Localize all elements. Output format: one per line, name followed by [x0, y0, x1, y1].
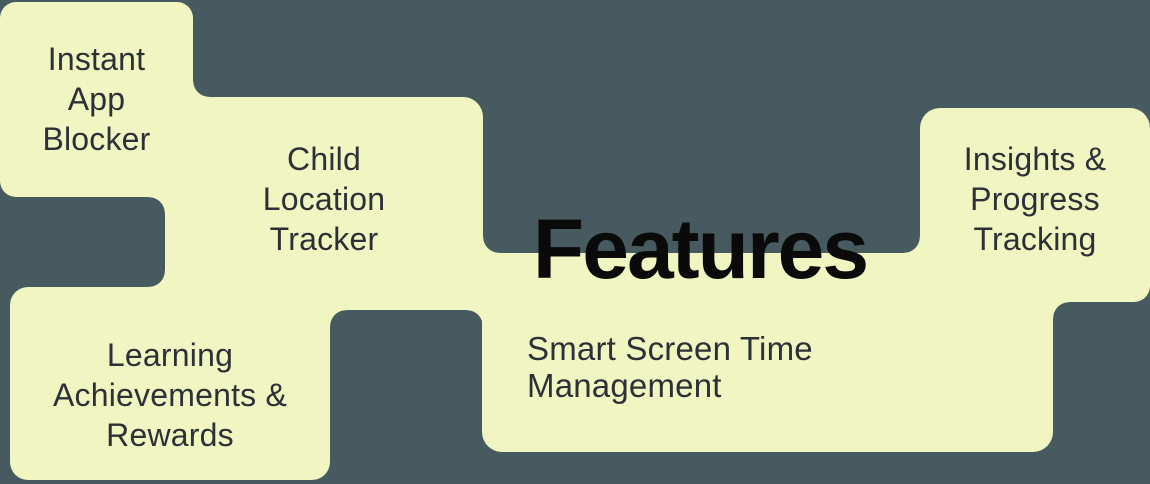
blob-fillet: [149, 271, 165, 287]
feature-card-child-location-tracker: [165, 97, 483, 310]
feature-label-instant-app-blocker: Instant App Blocker: [42, 41, 151, 157]
blob-fillet: [467, 310, 483, 326]
blob-fillet: [193, 81, 209, 97]
feature-label-smart-screen-time-management: Smart Screen Time Management: [527, 330, 813, 404]
blob-fillet: [483, 237, 499, 253]
feature-card-insights-progress-tracking: [920, 108, 1150, 302]
blob-fillet: [1053, 302, 1069, 318]
blob-fillet: [149, 197, 165, 213]
section-title: Features: [532, 202, 869, 297]
feature-label-child-location-tracker: Child Location Tracker: [262, 141, 386, 257]
feature-label-learning-achievements-rewards: Learning Achievements & Rewards: [52, 337, 288, 453]
feature-label-insights-progress-tracking: Insights & Progress Tracking: [963, 141, 1107, 257]
blob-fillet: [330, 310, 346, 326]
feature-card-instant-app-blocker: [0, 2, 193, 197]
feature-card-learning-achievements-rewards: [10, 287, 330, 480]
blob-fillet: [904, 237, 920, 253]
